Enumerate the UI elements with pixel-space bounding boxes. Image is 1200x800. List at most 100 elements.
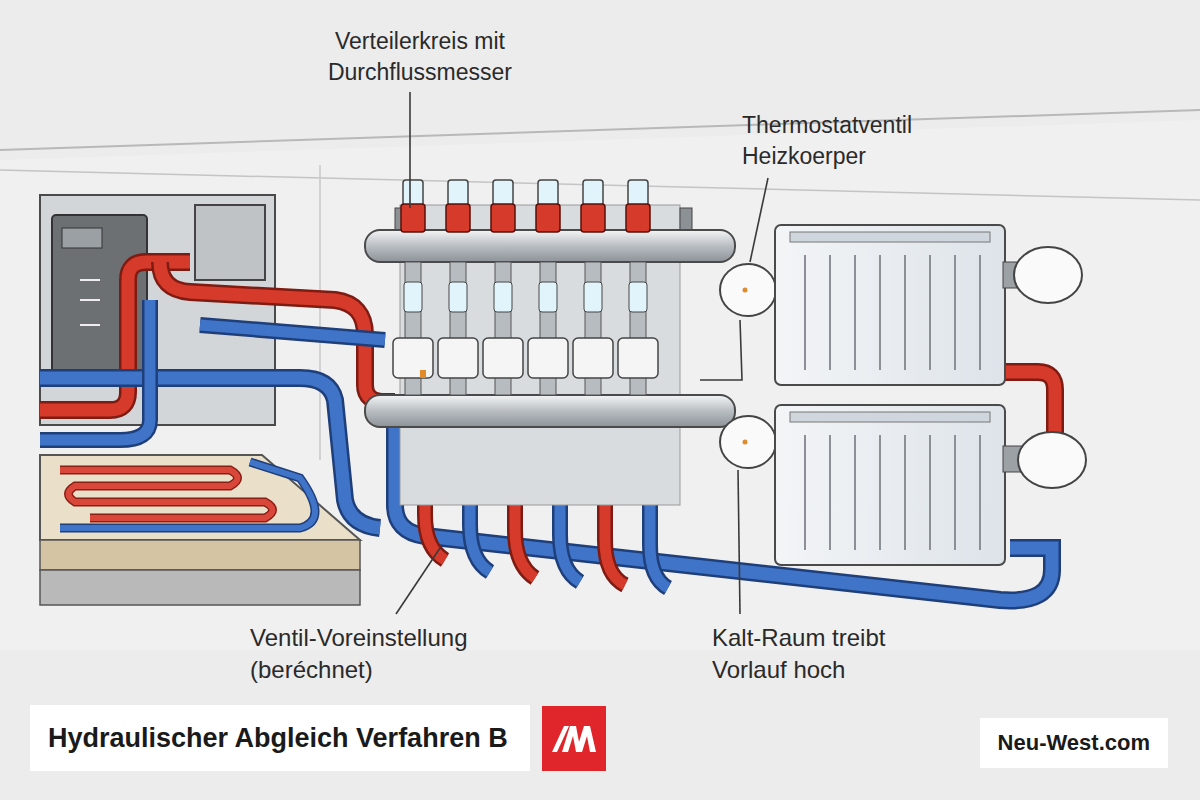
manifold-heads-part	[743, 288, 748, 293]
leader-lines-part	[409, 92, 411, 208]
brand-logo-part	[542, 706, 606, 771]
flow-meters	[401, 180, 650, 232]
radiators-part	[775, 225, 1005, 385]
radiators-part	[790, 232, 990, 242]
radiators-part	[854, 255, 856, 370]
supply-pipes	[40, 262, 395, 528]
flow-meters-part	[538, 180, 558, 206]
valves-part	[393, 338, 433, 378]
boiler-part	[80, 324, 100, 326]
leader-lines-part	[700, 320, 742, 380]
floor-heating-part	[40, 455, 360, 540]
radiators-part	[904, 255, 906, 370]
manifold-heads	[720, 264, 776, 468]
manifold-heads-part	[720, 264, 776, 316]
manifold-heads-part	[743, 440, 748, 445]
callout-label: Thermostatventil Heizkoerper	[742, 110, 967, 172]
radiators-part	[804, 435, 806, 550]
valves-part	[483, 338, 523, 378]
radiators-part	[929, 255, 931, 370]
background-part	[319, 165, 321, 460]
radiators-part	[829, 255, 831, 370]
background-part	[0, 120, 1200, 650]
valves-part	[528, 338, 568, 378]
flow-meters-part	[536, 204, 560, 232]
radiators-part	[879, 255, 881, 370]
floor-heating-part	[60, 470, 273, 518]
manifold-part	[680, 208, 692, 230]
radiators-part	[854, 435, 856, 550]
radiators-part	[1018, 432, 1086, 488]
radiators-part	[775, 405, 1005, 565]
boiler-part	[195, 205, 265, 280]
leader-lines-part	[396, 548, 440, 614]
valves-part	[404, 282, 422, 312]
radiators-part	[904, 435, 906, 550]
boiler-part	[80, 279, 100, 281]
brand-logo	[542, 706, 606, 771]
valves	[393, 262, 658, 395]
supply-pipes-part	[200, 325, 385, 340]
radiators-part	[954, 255, 956, 370]
valves-part	[449, 282, 467, 312]
callout-label: Kalt-Raum treibt Vorlauf hoch	[712, 622, 940, 687]
floor-heating	[40, 455, 360, 605]
manifold	[365, 180, 776, 505]
valves-part	[438, 338, 478, 378]
valves-part	[618, 338, 658, 378]
valves-part	[573, 338, 613, 378]
radiators-part	[979, 255, 981, 370]
valves-part	[629, 282, 647, 312]
radiators-part	[929, 435, 931, 550]
callout-label: Verteilerkreis mit Durchflussmesser	[300, 26, 540, 88]
floor-heating-part	[60, 462, 315, 528]
flow-meters-part	[403, 180, 423, 206]
floor-heating-part	[40, 540, 360, 570]
radiators-part	[954, 435, 956, 550]
manifold-heads-part	[720, 416, 776, 468]
flow-meters-part	[401, 204, 425, 232]
leader-lines-part	[750, 178, 768, 262]
radiators-part	[790, 412, 990, 422]
radiators-part	[979, 435, 981, 550]
callout-label: Ventil-Voreinstellung (beréchnet)	[250, 622, 525, 687]
radiators	[775, 225, 1086, 565]
flow-meters-part	[583, 180, 603, 206]
floor-heating-part	[40, 570, 360, 605]
boiler-part	[80, 299, 100, 301]
radiators-part	[879, 435, 881, 550]
title-banner: Hydraulischer Abgleich Verfahren B	[30, 705, 530, 771]
flow-meters-part	[493, 180, 513, 206]
valves-part	[539, 282, 557, 312]
manifold-part	[365, 230, 735, 262]
floor-heating-part	[60, 462, 315, 528]
valves-part	[494, 282, 512, 312]
floor-heating-part	[60, 470, 273, 518]
background-part	[0, 110, 1200, 150]
leader-lines	[396, 92, 768, 614]
radiators-part	[804, 255, 806, 370]
manifold-part	[365, 395, 735, 427]
supply-pipes-part	[40, 378, 380, 528]
brand-logo-part	[562, 726, 596, 752]
flow-meters-part	[626, 204, 650, 232]
valves-part	[420, 370, 426, 378]
valves-part	[584, 282, 602, 312]
flow-meters-part	[448, 180, 468, 206]
flow-meters-part	[491, 204, 515, 232]
leader-lines-part	[738, 470, 740, 614]
supply-pipes-part	[200, 325, 385, 340]
supply-pipes-part	[40, 378, 380, 528]
flow-meters-part	[446, 204, 470, 232]
flow-meters-part	[581, 204, 605, 232]
supply-pipes-part	[40, 300, 150, 440]
radiators-part	[829, 435, 831, 550]
flow-meters-part	[628, 180, 648, 206]
watermark: Neu-West.com	[980, 718, 1168, 768]
boiler-part	[62, 228, 102, 248]
supply-pipes-part	[40, 300, 150, 440]
radiators-part	[1014, 247, 1082, 303]
